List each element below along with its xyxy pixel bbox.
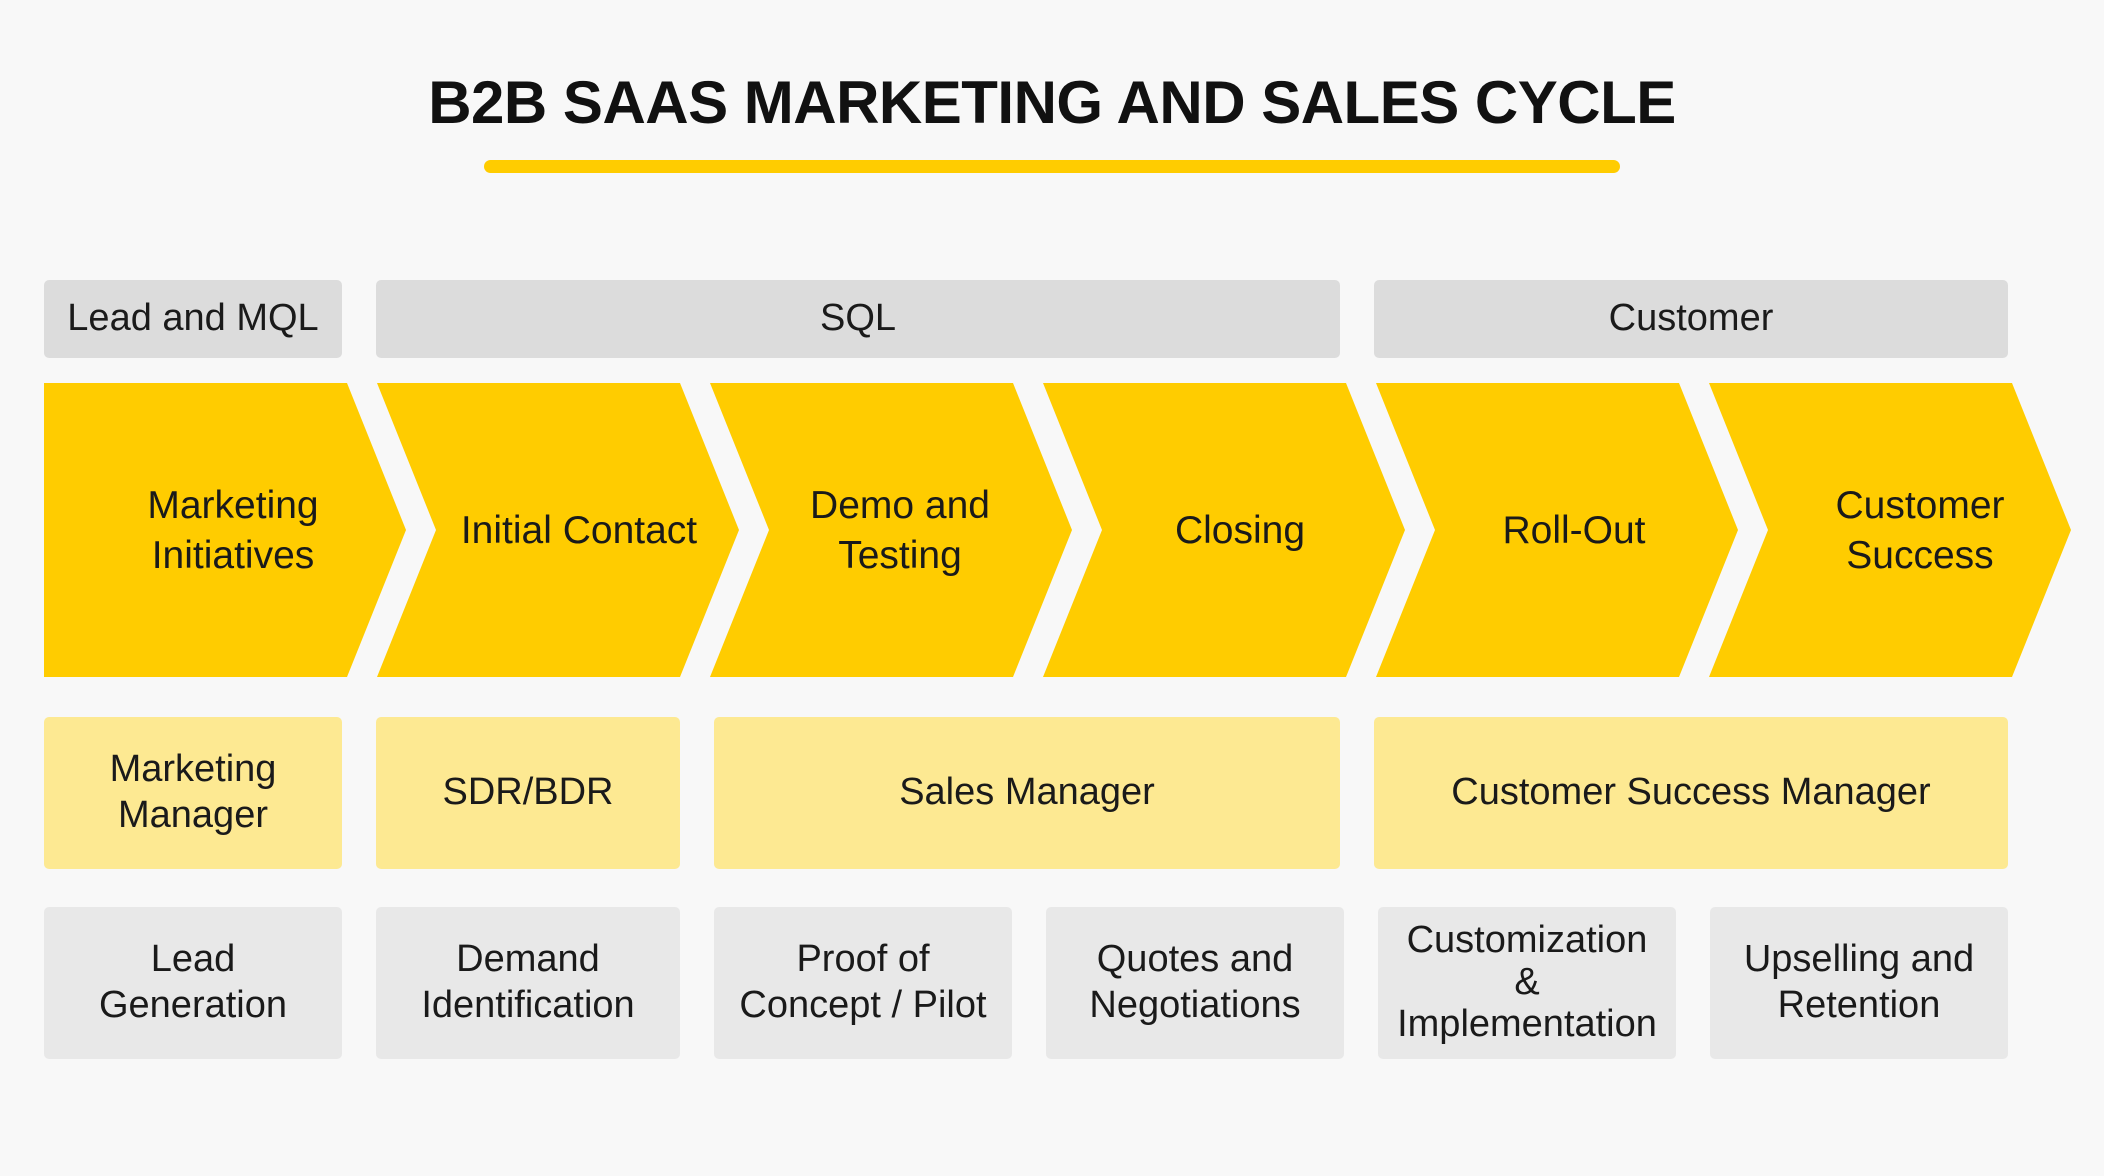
- stage-lead-and-mql: Lead and MQL: [44, 280, 342, 358]
- step-roll-out: Roll-Out: [1502, 509, 1646, 553]
- step-initial-contact: Initial Contact: [460, 509, 698, 553]
- step-demo-and-testing: Demo and Testing: [810, 484, 990, 577]
- task-lead-generation: Lead Generation: [44, 907, 342, 1059]
- role-sales-manager: Sales Manager: [714, 717, 1340, 869]
- stage-customer: Customer: [1374, 280, 2008, 358]
- role-sdr-bdr: SDR/BDR: [376, 717, 680, 869]
- task-upselling-and-retention: Upselling and Retention: [1710, 907, 2008, 1059]
- title-underline: [484, 160, 1620, 173]
- chevron-demo-and-testing: [710, 383, 1072, 677]
- chevron-marketing-initiatives: [44, 383, 406, 677]
- page-title: B2B SAAS MARKETING AND SALES CYCLE: [428, 69, 1676, 136]
- task-demand-identification: Demand Identification: [376, 907, 680, 1059]
- chevron-customer-success: [1709, 383, 2071, 677]
- step-marketing-initiatives: Marketing Initiatives: [147, 484, 319, 577]
- task-quotes-and-negotiations: Quotes and Negotiations: [1046, 907, 1344, 1059]
- stage-sql: SQL: [376, 280, 1340, 358]
- role-customer-success-manager: Customer Success Manager: [1374, 717, 2008, 869]
- step-closing: Closing: [1174, 509, 1306, 553]
- task-proof-of-concept: Proof of Concept / Pilot: [714, 907, 1012, 1059]
- task-customization-implementation: Customization & Implementation: [1378, 907, 1676, 1059]
- step-customer-success: Customer Success: [1835, 484, 2005, 577]
- chevron-roll-out: [1376, 383, 1738, 677]
- chevron-closing: [1043, 383, 1405, 677]
- role-marketing-manager: Marketing Manager: [44, 717, 342, 869]
- chevron-initial-contact: [377, 383, 739, 677]
